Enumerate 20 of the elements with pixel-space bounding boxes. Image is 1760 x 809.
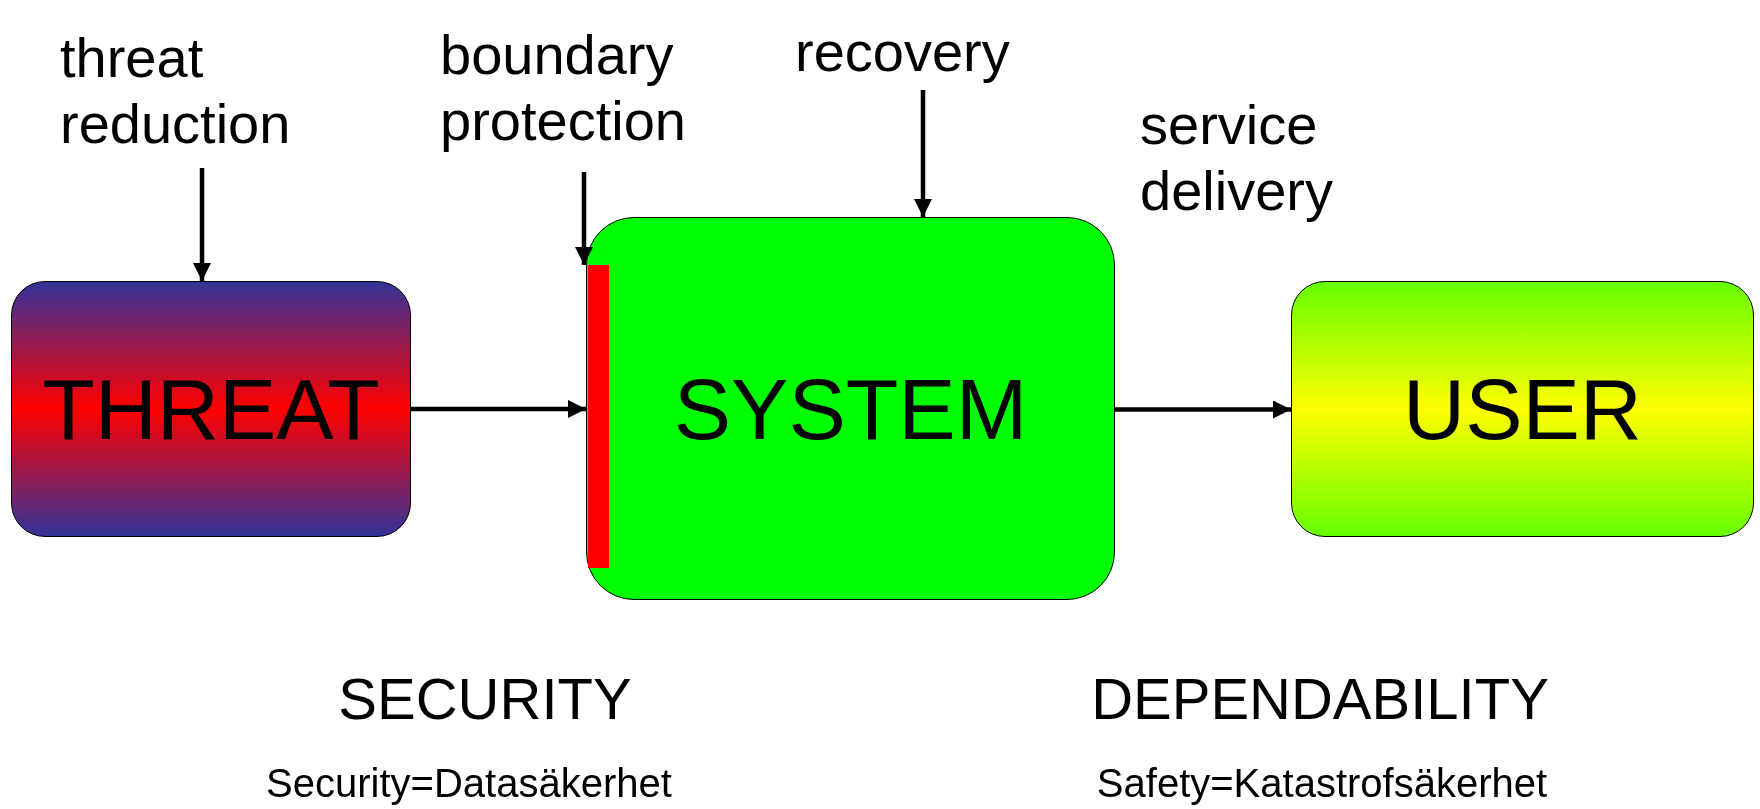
arrow xyxy=(193,168,211,281)
note-text: Security=Datasäkerhet xyxy=(265,760,673,807)
node-label: USER xyxy=(1403,366,1642,452)
system-box xyxy=(586,217,1115,600)
arrow xyxy=(575,172,593,265)
arrow xyxy=(914,90,932,217)
node-label: SYSTEM xyxy=(673,365,1028,452)
annotation-text: recovery xyxy=(795,19,1010,85)
node-label: THREAT xyxy=(42,366,380,452)
threat-box xyxy=(11,281,411,537)
heading-text: SECURITY xyxy=(337,665,633,733)
user-box xyxy=(1291,281,1754,537)
annotation-text: service delivery xyxy=(1140,92,1334,224)
arrow xyxy=(411,400,586,418)
heading-text: DEPENDABILITY xyxy=(1090,665,1550,733)
annotation-text: boundary protection xyxy=(440,22,687,154)
arrow xyxy=(1115,400,1291,419)
boundary-bar xyxy=(587,264,609,568)
note-text: Safety=Katastrofsäkerhet xyxy=(1095,760,1549,807)
annotation-text: threat reduction xyxy=(60,25,292,157)
